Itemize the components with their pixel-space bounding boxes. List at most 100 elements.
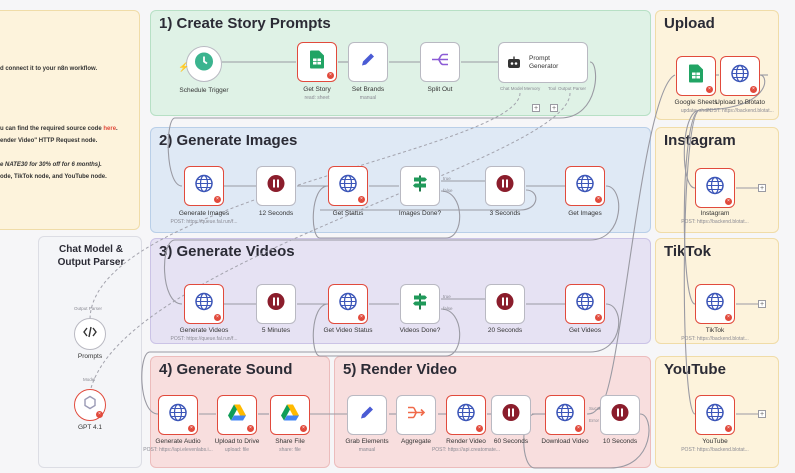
- instagram-add-plus-icon[interactable]: +: [758, 184, 766, 192]
- tiktok-sub: POST: https://backend.blotat...: [681, 336, 749, 342]
- lightning-icon: ⚡: [178, 62, 190, 72]
- upload-to-drive-label: Upload to Drive: [214, 438, 260, 445]
- globe-icon: [339, 292, 357, 316]
- code-icon: [83, 325, 97, 343]
- globe-icon: [556, 403, 574, 427]
- get-videos-label: Get Videos: [568, 327, 602, 334]
- images-done-label: Images Done?: [398, 210, 442, 217]
- error-badge-icon: ×: [358, 314, 365, 321]
- share-file-node[interactable]: ×: [270, 395, 310, 435]
- videos-done-node[interactable]: [400, 284, 440, 324]
- prompts-top-label: Output Parser: [74, 306, 103, 311]
- wait-10-seconds-label: 10 Seconds: [602, 438, 638, 445]
- wait-3-seconds-node[interactable]: [485, 166, 525, 206]
- globe-icon: [457, 403, 475, 427]
- error-badge-icon: ×: [595, 196, 602, 203]
- wait-20-seconds-label: 20 Seconds: [487, 327, 523, 334]
- instagram-node[interactable]: ×: [695, 168, 735, 208]
- tiktok-label: TikTok: [705, 327, 725, 334]
- tiktok-node[interactable]: ×: [695, 284, 735, 324]
- port-tool: Tool: [548, 86, 557, 91]
- videos-false-branch: false: [443, 306, 453, 311]
- grab-elements-node[interactable]: [347, 395, 387, 435]
- section-chat-model[interactable]: Chat Model & Output Parser: [38, 236, 142, 468]
- upload-to-drive-node[interactable]: ×: [217, 395, 257, 435]
- gpt-top-label: Model: [83, 377, 96, 382]
- error-badge-icon: ×: [575, 425, 582, 432]
- images-done-node[interactable]: [400, 166, 440, 206]
- videos-done-label: Videos Done?: [399, 327, 441, 334]
- split-out-node[interactable]: [420, 42, 460, 82]
- set-brands-sub: manual: [359, 95, 377, 101]
- youtube-node[interactable]: ×: [695, 395, 735, 435]
- error-badge-icon: ×: [96, 411, 103, 418]
- add-tool-plus-icon[interactable]: +: [550, 104, 558, 112]
- prompts-node[interactable]: [74, 318, 106, 350]
- get-images-label: Get Images: [568, 210, 602, 217]
- section-title: 2) Generate Images: [159, 132, 298, 149]
- split-icon: [430, 52, 450, 73]
- google-sheets-node[interactable]: ×: [676, 56, 716, 96]
- setup-note[interactable]: [0, 10, 140, 230]
- render-video-sub: POST: https://api.creatomate...: [431, 447, 501, 453]
- upload-to-drive-sub: upload: file: [224, 447, 250, 453]
- get-status-node[interactable]: ×: [328, 166, 368, 206]
- error-badge-icon: ×: [595, 314, 602, 321]
- aggregate-node[interactable]: [396, 395, 436, 435]
- google-drive-icon: [227, 404, 247, 427]
- port-memory: Memory: [524, 86, 541, 91]
- pencil-icon: [358, 404, 376, 427]
- aggregate-label: Aggregate: [401, 438, 431, 445]
- wait-60-seconds-label: 60 Seconds: [493, 438, 529, 445]
- error-badge-icon: ×: [476, 425, 483, 432]
- instagram-label: Instagram: [700, 210, 730, 217]
- error-badge-icon: ×: [725, 425, 732, 432]
- schedule-trigger-node[interactable]: ⚡: [178, 46, 222, 82]
- pause-icon: [267, 293, 285, 316]
- source-code-link[interactable]: here: [103, 126, 117, 132]
- get-story-node[interactable]: ×: [297, 42, 337, 82]
- wait-5-minutes-node[interactable]: [256, 284, 296, 324]
- generate-audio-label: Generate Audio: [155, 438, 201, 445]
- generate-audio-node[interactable]: ×: [158, 395, 198, 435]
- google-sheets-sub: update: sheet: [680, 108, 712, 114]
- wait-12-seconds-node[interactable]: [256, 166, 296, 206]
- generate-videos-sub: POST: https://queue.fal.run/f...: [170, 336, 238, 342]
- get-images-node[interactable]: ×: [565, 166, 605, 206]
- add-memory-plus-icon[interactable]: +: [532, 104, 540, 112]
- youtube-add-plus-icon[interactable]: +: [758, 410, 766, 418]
- get-videos-node[interactable]: ×: [565, 284, 605, 324]
- generate-images-node[interactable]: ×: [184, 166, 224, 206]
- gpt-4-1-label: GPT 4.1: [77, 424, 103, 431]
- wait-20-seconds-node[interactable]: [485, 284, 525, 324]
- globe-icon: [706, 292, 724, 316]
- get-video-status-node[interactable]: ×: [328, 284, 368, 324]
- prompt-generator-node[interactable]: Prompt Generator: [498, 42, 588, 83]
- wait-10-seconds-node[interactable]: [600, 395, 640, 435]
- google-sheets-icon: [689, 64, 703, 88]
- render-video-node[interactable]: ×: [446, 395, 486, 435]
- images-true-branch: true: [443, 176, 451, 181]
- download-video-node[interactable]: ×: [545, 395, 585, 435]
- gpt-model-icon: [83, 395, 97, 415]
- setup-note-line-2: u can find the required source code here…: [0, 126, 118, 132]
- globe-icon: [339, 174, 357, 198]
- wait-60-seconds-node[interactable]: [491, 395, 531, 435]
- generate-videos-label: Generate Videos: [179, 327, 229, 334]
- tiktok-add-plus-icon[interactable]: +: [758, 300, 766, 308]
- error-badge-icon: ×: [327, 72, 334, 79]
- gpt-4-1-node[interactable]: ×: [74, 389, 106, 421]
- split-out-label: Split Out: [427, 86, 453, 93]
- setup-note-line-3: ender Video" HTTP Request node.: [0, 138, 98, 144]
- share-file-sub: share: file: [279, 447, 301, 453]
- upload-to-blotato-node[interactable]: ×: [720, 56, 760, 96]
- set-brands-node[interactable]: [348, 42, 388, 82]
- generate-videos-node[interactable]: ×: [184, 284, 224, 324]
- download-video-label: Download Video: [541, 438, 589, 445]
- globe-icon: [706, 403, 724, 427]
- pause-icon: [502, 404, 520, 427]
- upload-to-blotato-sub: POST: https://backend.blotat...: [706, 108, 774, 114]
- setup-note-line-1: d connect it to your n8n workflow.: [0, 66, 98, 72]
- port-output-parser: Output Parser: [558, 86, 587, 91]
